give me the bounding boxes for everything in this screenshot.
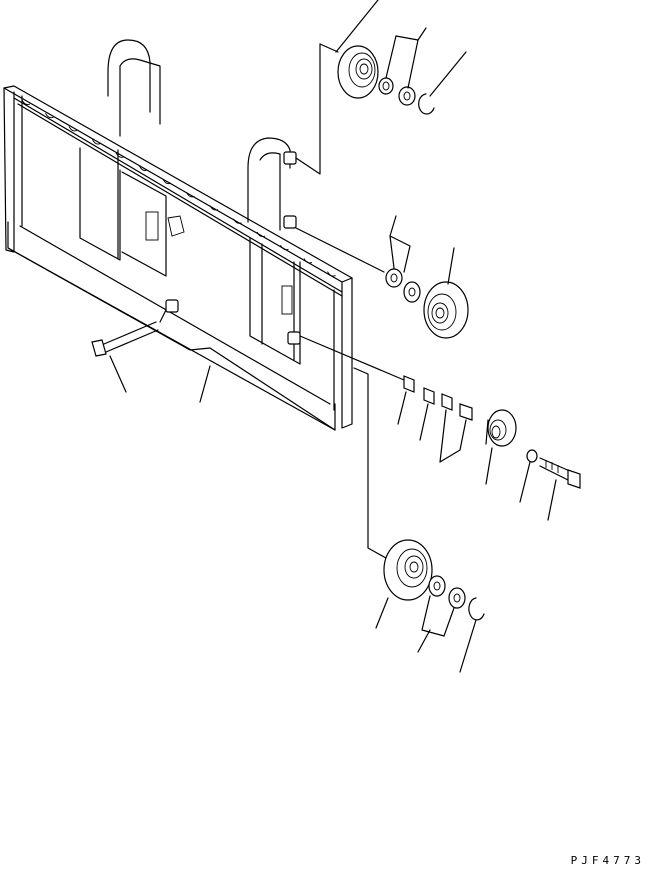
frame-slot [92,139,101,145]
lower-roller-group [353,367,485,673]
frame-slot [139,165,148,171]
left-mast-bracket [107,39,161,137]
frame-leader [199,365,211,403]
frame-slot [45,112,54,119]
drawing-code: PJF4773 [570,854,645,867]
frame-slot [162,178,172,185]
right-mast-bracket [247,137,291,231]
frame-slot [233,218,242,224]
left-bolt [91,309,167,393]
frame-slot [115,152,125,158]
carriage-frame [3,85,353,431]
shim-group [299,335,581,521]
frame-slot [256,231,266,237]
middle-roller-group [295,215,469,339]
upper-roller-group [295,0,467,175]
frame-slot [186,192,195,198]
frame-slot [68,126,78,132]
frame-slot [209,205,219,211]
frame-slot [303,258,313,264]
frame-slot [21,99,31,105]
frame-slot [280,244,289,251]
frame-slot [327,271,336,277]
